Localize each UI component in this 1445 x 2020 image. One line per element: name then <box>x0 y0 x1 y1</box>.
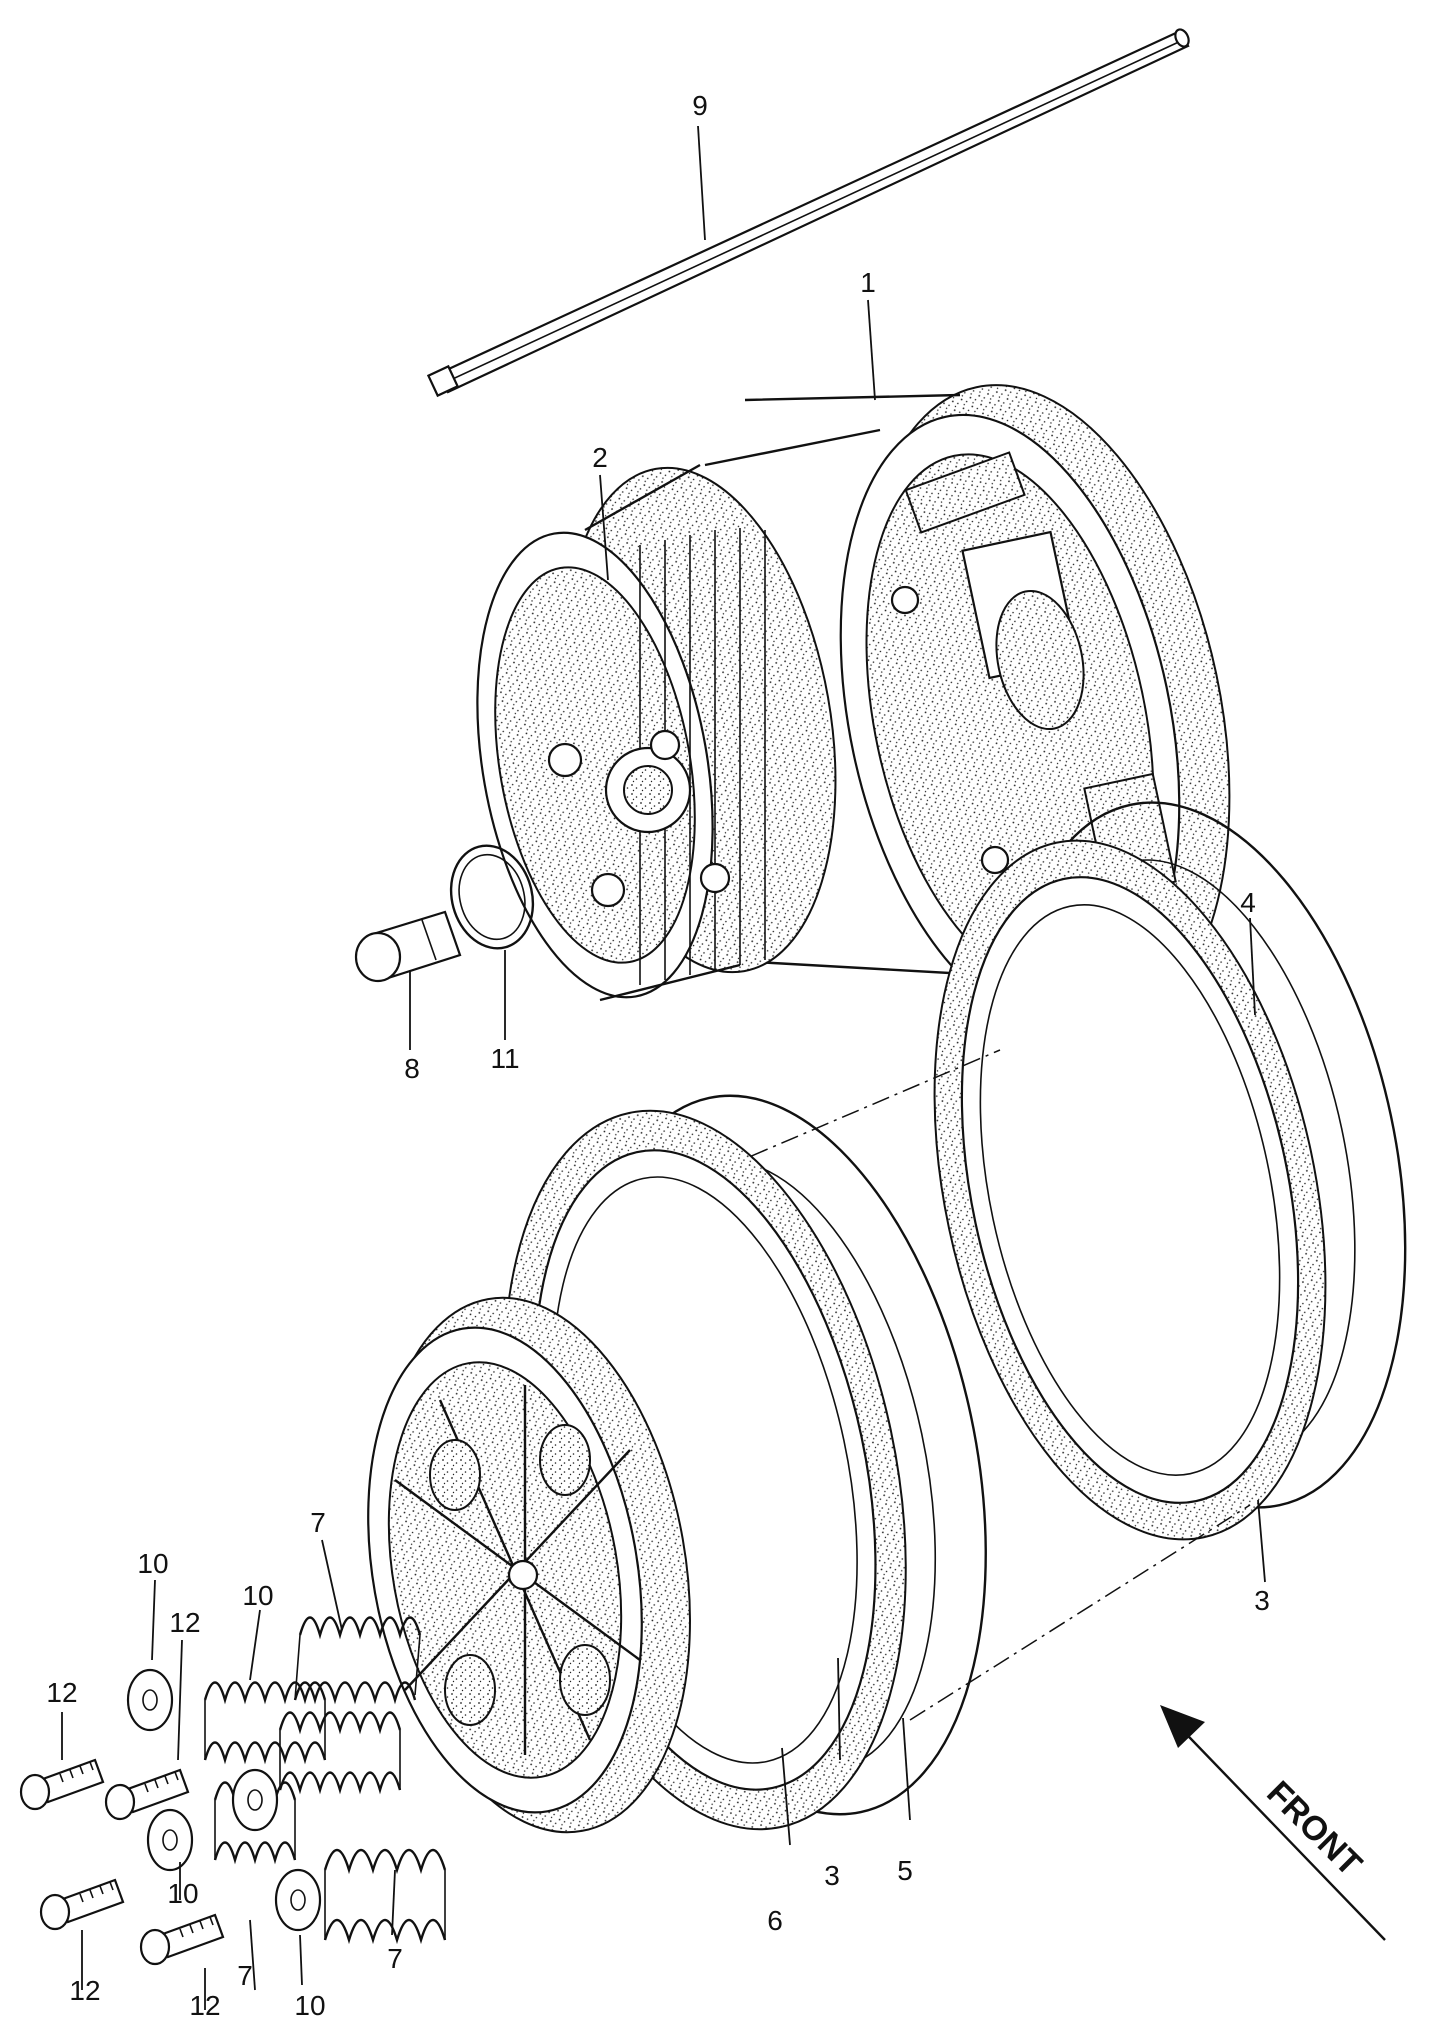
pressure-plate <box>367 1296 691 1834</box>
callout-1: 1 <box>860 267 876 298</box>
callout-2: 2 <box>592 442 608 473</box>
callout-5: 5 <box>897 1855 913 1886</box>
clutch-spring-lower-right <box>323 1848 447 1945</box>
callout-12-left: 12 <box>46 1677 77 1708</box>
clutch-spring-upper-left <box>203 1681 327 1765</box>
callout-12-upper: 12 <box>169 1607 200 1638</box>
callout-10-middle: 10 <box>167 1878 198 1909</box>
callout-11: 11 <box>490 1043 519 1074</box>
callout-9: 9 <box>692 90 708 121</box>
snap-ring <box>449 844 535 950</box>
clutch-collar <box>354 910 462 983</box>
callout-10-top: 10 <box>242 1580 273 1611</box>
callout-labels: 9 1 2 4 3 3 5 6 8 11 7 7 7 10 10 10 10 1… <box>46 90 1269 2020</box>
callout-8: 8 <box>404 1053 420 1084</box>
washer-lower <box>274 1868 322 1932</box>
callout-7-top: 7 <box>310 1507 326 1538</box>
washer-left <box>146 1808 194 1872</box>
clutch-spring-center <box>278 1711 402 1795</box>
front-direction-indicator: FRONT <box>1160 1705 1386 1941</box>
callout-7-bottom-right: 7 <box>387 1943 403 1974</box>
clutch-spring-upper-right <box>293 1616 422 1705</box>
callout-12-bottom: 12 <box>189 1990 220 2020</box>
callout-3-rear: 3 <box>1254 1585 1270 1616</box>
callout-3-front: 3 <box>824 1860 840 1891</box>
leader-lines <box>61 125 1266 2010</box>
friction-disc-rear <box>933 839 1327 1541</box>
washer-center <box>231 1768 279 1832</box>
bolt-bottom-left <box>39 1878 125 1931</box>
callout-7-bottom-left: 7 <box>237 1960 253 1991</box>
assembly-envelope <box>659 1049 1251 1721</box>
bolt-center-left <box>104 1768 190 1821</box>
washer-upper-left <box>126 1668 174 1732</box>
bolt-bottom-center <box>139 1913 225 1966</box>
clutch-pushrod <box>426 28 1190 398</box>
callout-4: 4 <box>1240 887 1256 918</box>
callout-10-upper-left: 10 <box>137 1548 168 1579</box>
callout-12-bottom-left: 12 <box>69 1975 100 2006</box>
callout-6: 6 <box>767 1905 783 1936</box>
clutch-center-hub <box>476 463 837 1002</box>
callout-10-bottom: 10 <box>294 1990 325 2020</box>
bolt-top-left <box>19 1758 105 1811</box>
